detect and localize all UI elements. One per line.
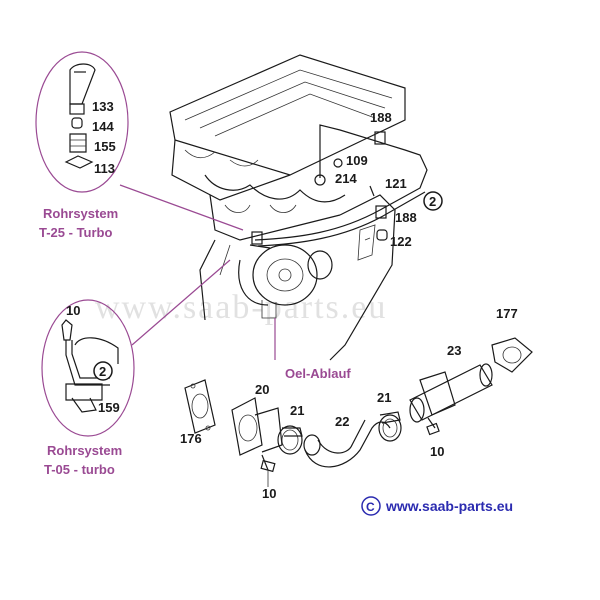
- clamp-21-left: [277, 425, 303, 455]
- part-113: 113: [94, 161, 115, 176]
- part-21-right: 21: [377, 390, 391, 405]
- part-159: 159: [98, 400, 120, 415]
- copyright-url: www.saab-parts.eu: [385, 498, 513, 514]
- leader-t25: [119, 184, 244, 231]
- part-22: 22: [335, 414, 349, 429]
- copyright-symbol: C: [366, 500, 375, 514]
- watermark: www.saab-parts.eu: [95, 289, 387, 326]
- gasket-177: [491, 337, 533, 373]
- part-188-bottom: 188: [395, 210, 417, 225]
- ref-circle-top: 2: [423, 191, 443, 211]
- part-23: 23: [447, 343, 461, 358]
- copyright: C www.saab-parts.eu: [361, 496, 513, 516]
- part-109: 109: [346, 153, 368, 168]
- part-177: 177: [496, 306, 518, 321]
- clamp-21-right: [378, 411, 402, 442]
- label-t25-line2: T-25 - Turbo: [39, 225, 112, 240]
- banjo-fittings: [251, 131, 388, 245]
- part-155: 155: [94, 139, 116, 154]
- part-numbers: 133 144 155 113 188 109 214 121 188 122 …: [66, 99, 518, 501]
- part-10-inset: 10: [66, 303, 80, 318]
- flange-20: [231, 397, 283, 473]
- label-t05-line1: Rohrsystem: [47, 443, 122, 458]
- part-10-bottom: 10: [262, 486, 276, 501]
- part-176: 176: [180, 431, 202, 446]
- ref-circle-inset: 2: [93, 361, 113, 381]
- labels: Rohrsystem T-25 - Turbo Rohrsystem T-05 …: [39, 206, 351, 477]
- part-214: 214: [335, 171, 357, 186]
- svg-text:2: 2: [99, 364, 106, 379]
- part-188-top: 188: [370, 110, 392, 125]
- leader-t05: [131, 259, 231, 346]
- label-oel-ablauf: Oel-Ablauf: [285, 366, 351, 381]
- engine-block: [169, 54, 428, 361]
- part-122: 122: [390, 234, 412, 249]
- inset-t05: [41, 299, 135, 437]
- inset-t25: [35, 51, 129, 193]
- part-133: 133: [92, 99, 114, 114]
- gasket-176: [184, 379, 216, 434]
- pipe-23: [409, 363, 493, 436]
- label-t05-line2: T-05 - turbo: [44, 462, 115, 477]
- label-t25-line1: Rohrsystem: [43, 206, 118, 221]
- part-121: 121: [385, 176, 407, 191]
- svg-text:2: 2: [429, 194, 436, 209]
- part-10-right: 10: [430, 444, 444, 459]
- part-20: 20: [255, 382, 269, 397]
- part-144: 144: [92, 119, 114, 134]
- part-21-left: 21: [290, 403, 304, 418]
